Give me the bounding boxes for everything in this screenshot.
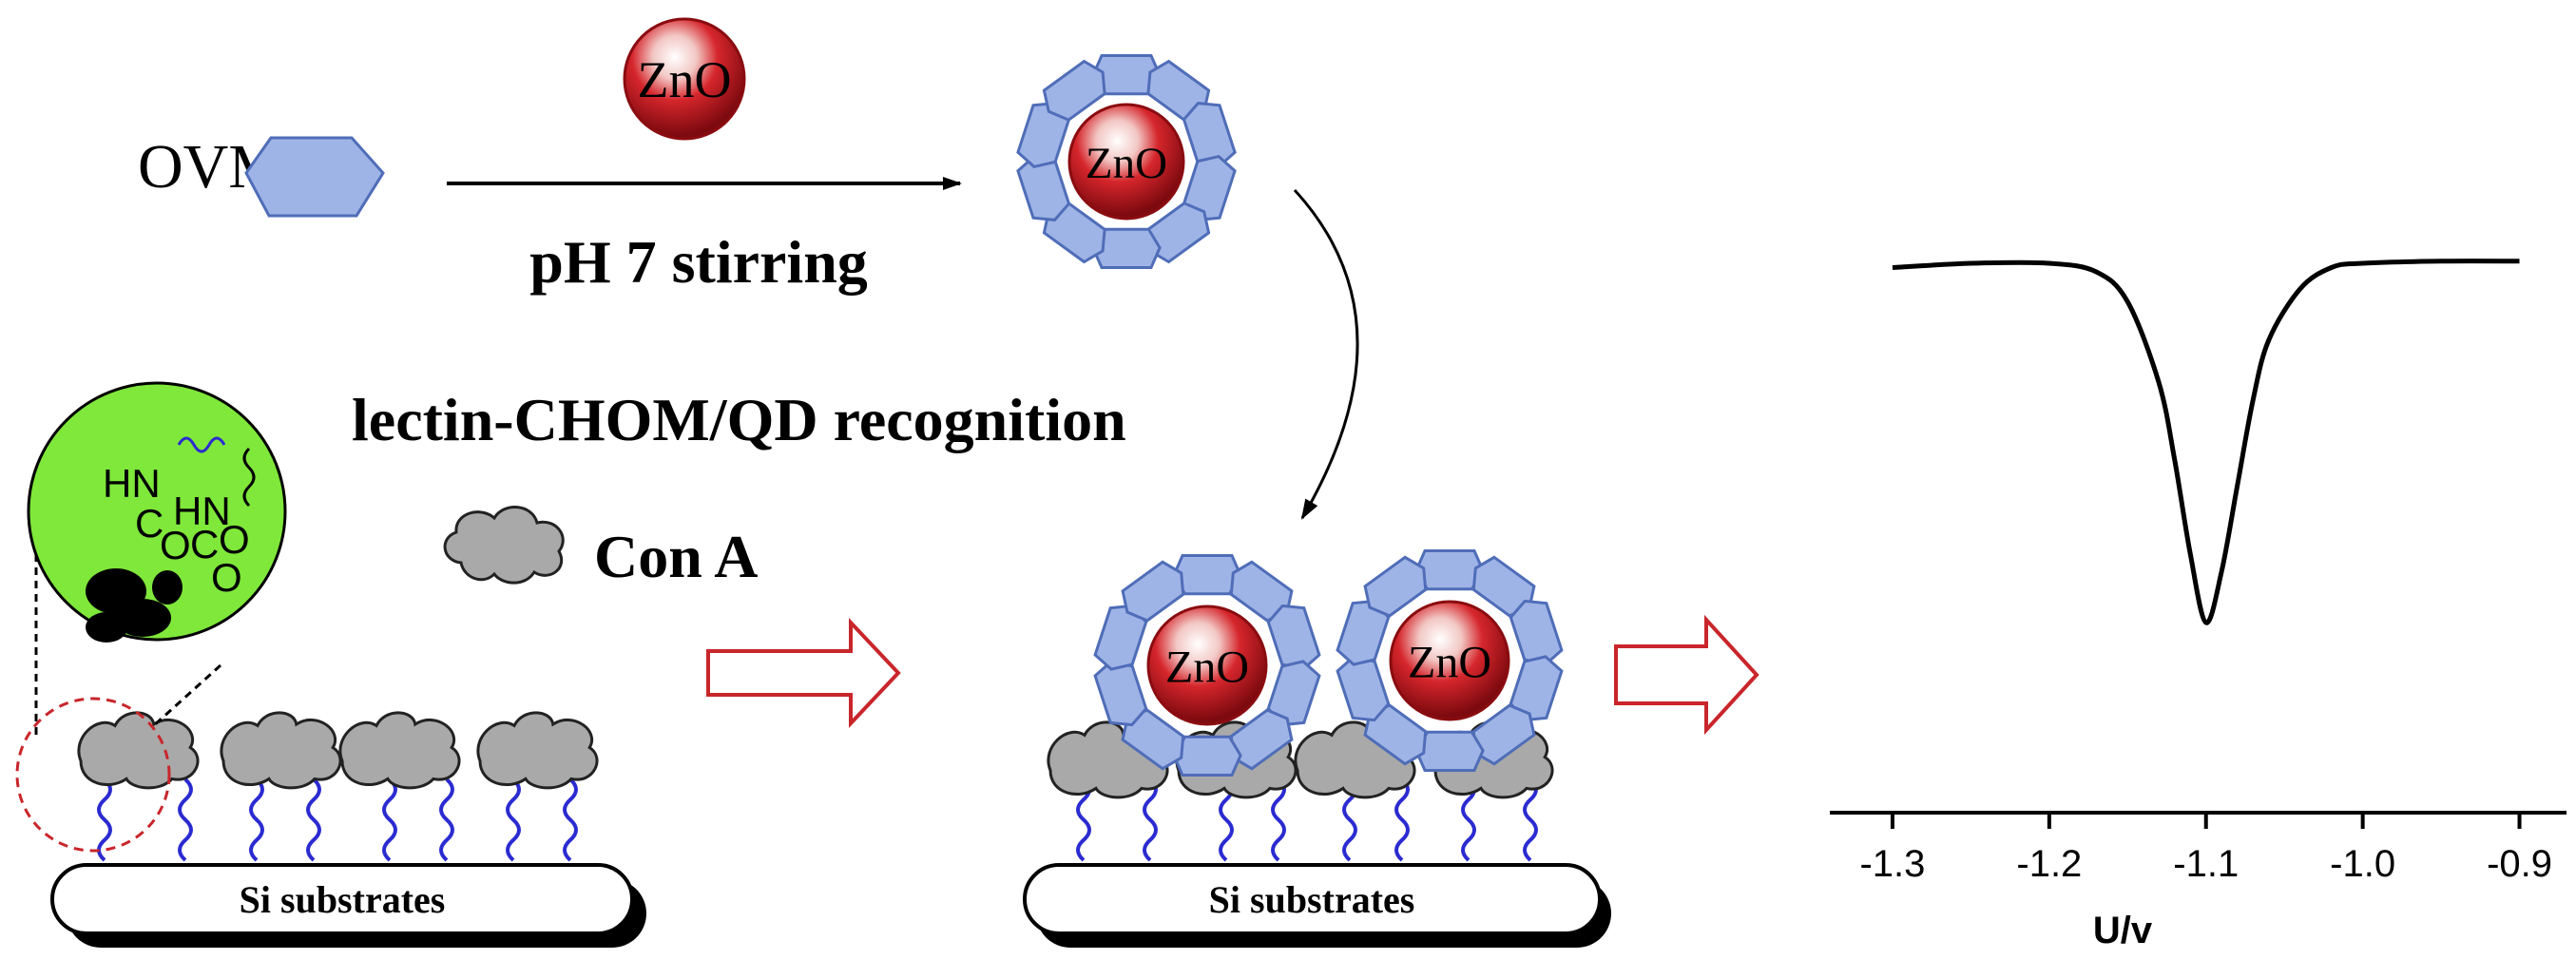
left-substrate-assembly: Si substrates	[50, 711, 646, 948]
zno-particle-icon	[1389, 600, 1510, 721]
ovm-pentagon-icon	[1471, 555, 1536, 618]
linker-icon	[563, 777, 578, 862]
inset-chem-o2: O	[219, 517, 250, 562]
ovm-pentagon-icon	[1172, 735, 1242, 777]
con-a-cloud-icon	[77, 711, 200, 790]
zno-ovm-conjugate: ZnO	[1016, 54, 1237, 269]
ovm-pentagon-icon	[1229, 708, 1294, 771]
inset-chem-hn2: HN	[173, 489, 231, 533]
series-points	[1893, 261, 2520, 623]
series-line	[1892, 259, 2520, 625]
right-substrate-assembly: Si substrates ZnO ZnO	[1023, 549, 1611, 948]
linker-icon	[249, 777, 264, 862]
x-tick-label: -1.1	[2173, 843, 2239, 885]
open-arrow-2	[1614, 614, 1759, 736]
ovm-pentagon-icon	[244, 136, 385, 218]
linker-icon	[1394, 777, 1410, 862]
ovm-pentagon-icon	[1509, 599, 1564, 666]
zno-conjugate-bound-2: ZnO	[1336, 549, 1564, 772]
inset-chem-c1: C	[135, 501, 163, 546]
ovm-pentagon-icon	[1336, 599, 1391, 666]
inset-magnified-view: HN C O HN C O O	[15, 381, 287, 853]
left-substrate	[50, 863, 634, 935]
inset-chem-hn1: HN	[103, 461, 161, 506]
con-a-cloud-icon	[443, 506, 565, 585]
ovm-pentagon-icon	[1336, 655, 1391, 722]
con-a-legend: Con A	[443, 506, 759, 590]
zno-particle-label: ZnO	[1408, 637, 1491, 687]
linker-icon	[97, 777, 112, 862]
zno-conjugate-bound-1: ZnO	[1093, 554, 1321, 777]
ovm-pentagon-icon	[1471, 703, 1536, 766]
zno-reagent: ZnO	[623, 17, 746, 141]
linker-icon	[178, 777, 193, 862]
ovm-pentagon-icon	[1266, 604, 1321, 671]
linker-icon	[1143, 777, 1158, 862]
ovm-pentagon-icon	[1093, 604, 1148, 671]
x-axis-label: U/v	[2093, 910, 2153, 951]
zno-reagent-label: ZnO	[638, 51, 732, 108]
zno-particle-icon	[1067, 103, 1185, 221]
inset-blob-icon	[86, 568, 183, 643]
inset-chem-o1: O	[160, 523, 191, 567]
curved-arrow	[1293, 188, 1359, 520]
right-substrate-label: Si substrates	[1209, 878, 1415, 921]
linker-icon	[1271, 777, 1286, 862]
inset-linker-wave-2	[242, 447, 256, 508]
ovm-pentagon-icon	[1121, 708, 1185, 771]
con-a-cloud-icon	[476, 711, 599, 790]
ovm-pentagon-icon	[1093, 660, 1148, 727]
inset-green-circle	[27, 381, 287, 642]
voltammogram-chart: -1.3 -1.2 -1.1 -1.0 -0.9 U/v	[1830, 259, 2566, 951]
x-tick-label: -0.9	[2487, 843, 2552, 885]
linker-icon	[306, 777, 321, 862]
ovm-pentagon-icon	[1266, 660, 1321, 727]
recognition-label: lectin-CHOM/QD recognition	[352, 386, 1126, 453]
ovm-pentagon-icon	[1414, 730, 1485, 772]
stirring-label: pH 7 stirring	[529, 228, 868, 296]
linker-icon	[1523, 777, 1538, 862]
con-a-label: Con A	[594, 523, 759, 590]
inset-chem-c2: C	[190, 522, 219, 566]
zno-particle-label: ZnO	[1086, 139, 1167, 188]
ovm-pentagon-icon	[1121, 560, 1185, 623]
inset-linker-wave-1	[177, 436, 226, 453]
ovm-pentagon-icon	[1363, 703, 1428, 766]
left-substrate-label: Si substrates	[240, 878, 446, 921]
x-tick-label: -1.3	[1859, 843, 1925, 885]
x-ticks: -1.3 -1.2 -1.1 -1.0 -0.9	[1859, 813, 2552, 885]
linker-icon	[506, 777, 521, 862]
ovm-pentagon-icon	[1229, 560, 1294, 623]
zno-particle-label: ZnO	[1165, 642, 1249, 692]
inset-chemistry: HN C O HN C O O	[103, 461, 250, 600]
zno-particle-icon	[1146, 605, 1268, 726]
x-tick-label: -1.2	[2016, 843, 2082, 885]
dashed-highlight-circle	[15, 697, 171, 853]
right-substrate	[1023, 863, 1602, 935]
zno-particle-icon	[623, 17, 746, 141]
linker-icon	[439, 777, 454, 862]
inset-chem-o3: O	[211, 555, 242, 600]
ovm-pentagon-icon	[1509, 655, 1564, 722]
ovm-pentagon-icon	[1042, 59, 1106, 122]
inset-dashed-line-right	[150, 663, 222, 729]
linker-icon	[382, 777, 397, 862]
con-a-cloud-icon	[338, 711, 461, 790]
open-arrow-1	[706, 617, 901, 729]
ovm-pentagon-icon	[1363, 555, 1428, 618]
x-tick-label: -1.0	[2330, 843, 2395, 885]
con-a-cloud-icon	[220, 711, 342, 790]
left-linkers	[97, 777, 578, 862]
